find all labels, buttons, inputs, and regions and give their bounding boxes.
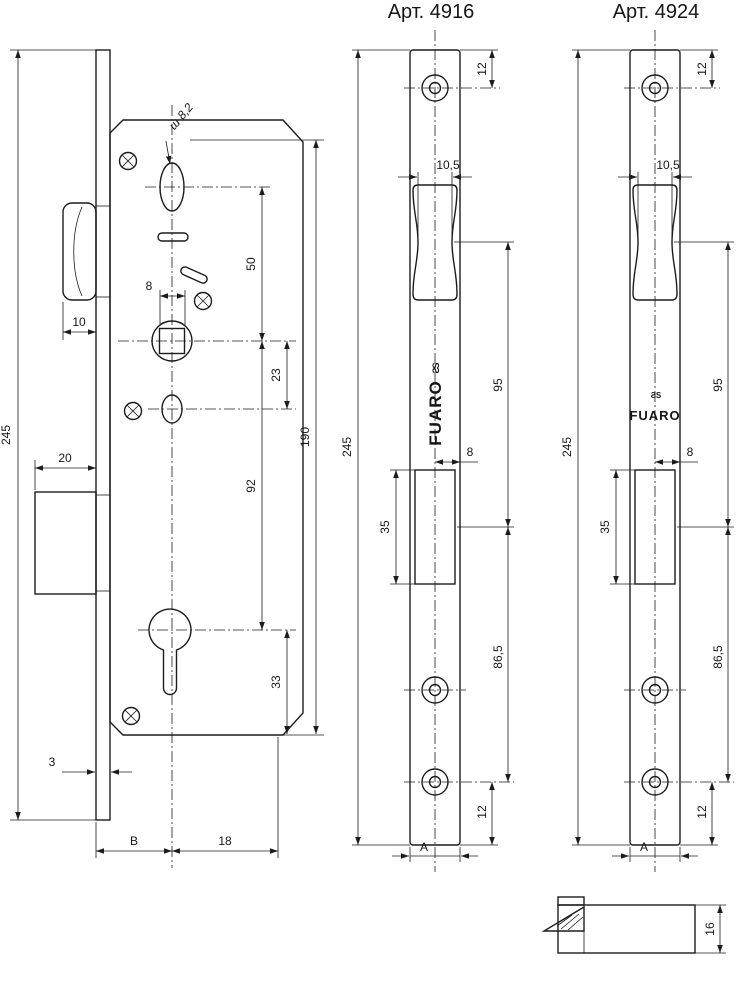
strike-box-lip bbox=[557, 896, 585, 906]
dim-245: 245 bbox=[0, 425, 13, 445]
dim-86-5: 86,5 bbox=[711, 645, 725, 669]
dim-50: 50 bbox=[244, 257, 258, 271]
deadbolt-cutout bbox=[414, 469, 456, 585]
fuaro-wordmark: FUARO bbox=[629, 408, 680, 423]
dim-95: 95 bbox=[711, 378, 725, 392]
fuaro-logo: FUARO S S bbox=[426, 361, 445, 445]
dim-92: 92 bbox=[244, 479, 258, 493]
dim-35: 35 bbox=[598, 520, 612, 534]
dim-8: 8 bbox=[467, 445, 474, 459]
dim-33: 33 bbox=[269, 675, 283, 689]
svg-text:S: S bbox=[431, 361, 441, 368]
dim-A: A bbox=[640, 840, 648, 854]
euro-cylinder-hole bbox=[148, 608, 192, 696]
dim-245: 245 bbox=[560, 437, 574, 457]
phillips-screw-icon bbox=[193, 291, 213, 311]
dim-190: 190 bbox=[298, 427, 312, 447]
oval-hole bbox=[161, 394, 183, 424]
dim-20: 20 bbox=[58, 451, 72, 465]
dim-8: 8 bbox=[687, 445, 694, 459]
dim-245: 245 bbox=[340, 437, 354, 457]
cylinder-slot-hole bbox=[159, 162, 185, 212]
title-art-4916: Арт. 4916 bbox=[388, 1, 475, 23]
fuaro-mark-icon: S S bbox=[431, 361, 441, 374]
dim-86-5: 86,5 bbox=[491, 645, 505, 669]
slot-leader-line bbox=[165, 140, 172, 165]
latch-bevel-line bbox=[73, 206, 83, 297]
fuaro-wordmark: FUARO bbox=[426, 380, 445, 445]
phillips-screw-icon bbox=[121, 706, 141, 726]
latch-cutout bbox=[412, 184, 458, 301]
strike-box-body bbox=[557, 904, 696, 954]
dim-B: B bbox=[130, 834, 138, 848]
strike-box-view: 16 bbox=[541, 896, 726, 954]
latch-cutout bbox=[632, 184, 678, 301]
dim-12-top: 12 bbox=[695, 62, 709, 76]
fuaro-logo: S S FUARO bbox=[629, 391, 680, 423]
fuaro-mark-icon: S S bbox=[650, 391, 662, 400]
spindle-square-hole bbox=[158, 327, 186, 355]
spindle-hub bbox=[151, 320, 193, 362]
dim-10-5: 10,5 bbox=[436, 158, 460, 172]
dim-12-bottom: 12 bbox=[475, 805, 489, 819]
svg-text:S: S bbox=[656, 391, 662, 400]
curved-slot bbox=[180, 266, 208, 284]
dim-8: 8 bbox=[146, 279, 153, 293]
strike-box-snap-wedge bbox=[541, 905, 585, 932]
dim-18: 18 bbox=[218, 834, 232, 848]
dim-3: 3 bbox=[49, 755, 56, 769]
phillips-screw-icon bbox=[123, 401, 143, 421]
dim-12-top: 12 bbox=[475, 62, 489, 76]
faceplate bbox=[95, 49, 111, 821]
title-art-4924: Арт. 4924 bbox=[613, 1, 700, 23]
dim-10-5: 10,5 bbox=[656, 158, 680, 172]
latch-bolt bbox=[62, 202, 97, 301]
lock-body-view: ш 8,2 bbox=[0, 49, 324, 868]
lock-case-outline bbox=[109, 119, 304, 736]
faceplate-4924-view: 12 10,5 S S FUARO 35 8 95 bbox=[560, 30, 734, 872]
deadbolt bbox=[34, 491, 97, 595]
dim-23: 23 bbox=[269, 368, 283, 382]
dim-95: 95 bbox=[491, 378, 505, 392]
dim-A: A bbox=[420, 840, 428, 854]
dim-35: 35 bbox=[378, 520, 392, 534]
slot-width-label: ш 8,2 bbox=[166, 100, 196, 132]
deadbolt-cutout bbox=[634, 469, 676, 585]
dim-10: 10 bbox=[72, 315, 86, 329]
faceplate-4916-view: 12 10,5 FUARO S S 35 8 bbox=[340, 30, 514, 872]
phillips-screw-icon bbox=[118, 151, 138, 171]
svg-text:S: S bbox=[650, 391, 656, 400]
svg-text:S: S bbox=[431, 367, 441, 374]
dim-16: 16 bbox=[703, 922, 717, 936]
dim-12-bottom: 12 bbox=[695, 805, 709, 819]
lever-slot bbox=[157, 232, 189, 242]
